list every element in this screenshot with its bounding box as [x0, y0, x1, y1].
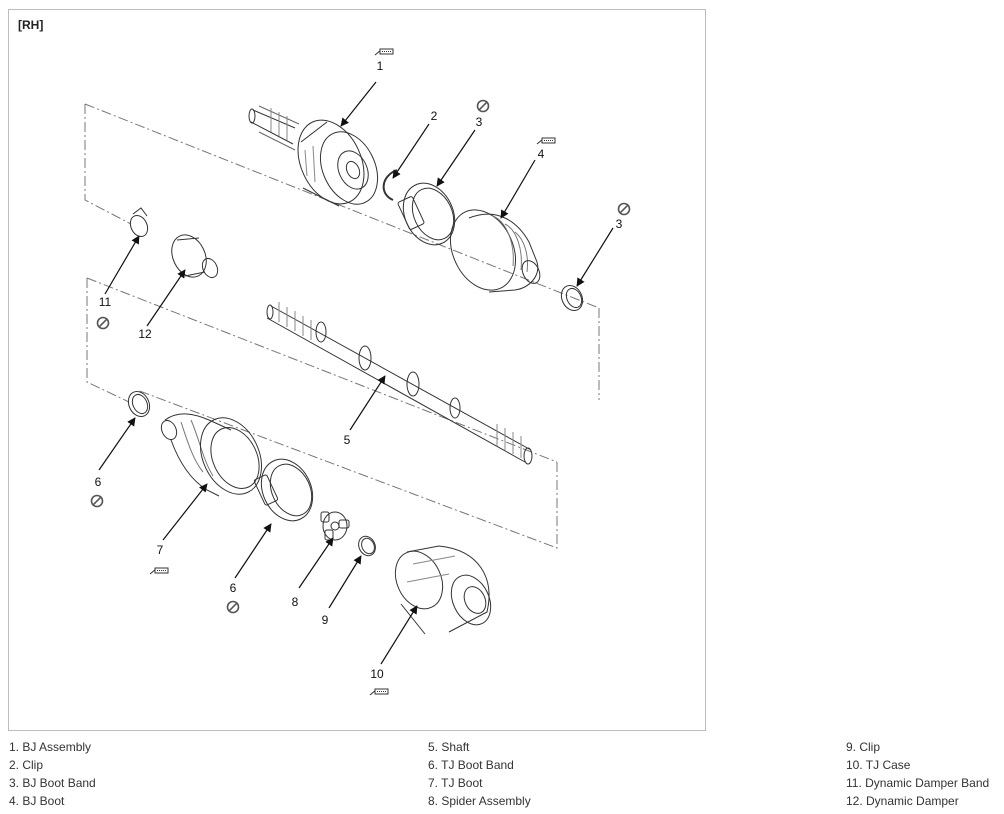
legend-item: 5. Shaft	[428, 740, 470, 754]
leader-12	[146, 269, 186, 327]
boundary-lower	[86, 277, 558, 549]
legend-item: 2. Clip	[9, 758, 44, 772]
leader-4	[500, 159, 536, 219]
no-reuse-icon	[617, 202, 631, 216]
shaft-part	[266, 302, 533, 465]
bj-boot-band-small-part	[560, 284, 584, 312]
dynamic-damper-band-part	[129, 207, 149, 238]
spider-assembly-part	[320, 511, 350, 541]
callout-8: 8	[292, 595, 299, 609]
legend-column-2: 5. Shaft 6. TJ Boot Band 7. TJ Boot 8. S…	[428, 738, 531, 810]
no-reuse-icon	[96, 316, 110, 330]
tj-boot-part	[160, 413, 262, 497]
grease-icon	[369, 688, 389, 696]
leader-1	[340, 81, 377, 127]
no-reuse-icon	[476, 99, 490, 113]
leader-6a	[98, 417, 136, 471]
callout-12: 12	[138, 327, 152, 341]
dynamic-damper-part	[171, 234, 219, 279]
leader-10	[380, 605, 418, 665]
leader-5	[349, 375, 386, 431]
legend-item: 10. TJ Case	[846, 758, 911, 772]
legend-column-1: 1. BJ Assembly 2. Clip 3. BJ Boot Band 4…	[9, 738, 96, 810]
legend-item: 6. TJ Boot Band	[428, 758, 514, 772]
grease-icon	[149, 567, 169, 575]
legend-item: 1. BJ Assembly	[9, 740, 92, 754]
grease-icon	[536, 137, 556, 145]
boundary-upper	[84, 103, 600, 400]
driveshaft-exploded-view: 1 2 3 4 3 11 12 5 6 7 6 8 9 10	[84, 48, 631, 696]
legend-item: 8. Spider Assembly	[428, 794, 531, 808]
callout-3b: 3	[616, 217, 623, 231]
tj-case-part	[394, 545, 492, 635]
callout-1: 1	[377, 59, 384, 73]
callout-2: 2	[431, 109, 438, 123]
no-reuse-icon	[226, 600, 240, 614]
tj-boot-band-large-part	[253, 458, 314, 522]
legend-item: 3. BJ Boot Band	[9, 776, 96, 790]
legend-item: 11. Dynamic Damper Band	[846, 776, 990, 790]
leader-8	[298, 537, 334, 589]
callout-6a: 6	[95, 475, 102, 489]
callout-11: 11	[99, 295, 112, 309]
leader-7	[162, 483, 208, 541]
leader-2	[392, 123, 430, 179]
legend-item: 7. TJ Boot	[428, 776, 483, 790]
side-label: [RH]	[18, 18, 44, 32]
exploded-diagram: [RH]	[8, 9, 706, 731]
leader-11	[104, 235, 140, 295]
callout-10: 10	[370, 667, 384, 681]
tj-boot-band-small-part	[127, 390, 151, 418]
bj-boot-part	[450, 209, 541, 293]
legend-item: 12. Dynamic Damper	[846, 794, 959, 808]
callout-7: 7	[157, 543, 164, 557]
legend-item: 9. Clip	[846, 740, 881, 754]
legend-column-3: 9. Clip 10. TJ Case 11. Dynamic Damper B…	[846, 738, 989, 810]
grease-icon	[374, 48, 394, 56]
leader-6b	[234, 523, 272, 579]
callout-6b: 6	[230, 581, 237, 595]
leader-3a	[436, 129, 476, 187]
callout-9: 9	[322, 613, 329, 627]
no-reuse-icon	[90, 494, 104, 508]
callout-3a: 3	[476, 115, 483, 129]
bj-assembly-part	[248, 105, 379, 207]
callout-5: 5	[344, 433, 351, 447]
bj-boot-band-large-part	[397, 182, 456, 246]
legend-item: 4. BJ Boot	[9, 794, 65, 808]
callout-4: 4	[538, 147, 545, 161]
leader-3b	[576, 227, 614, 287]
clip-tj-part	[358, 535, 376, 557]
leader-9	[328, 555, 362, 609]
